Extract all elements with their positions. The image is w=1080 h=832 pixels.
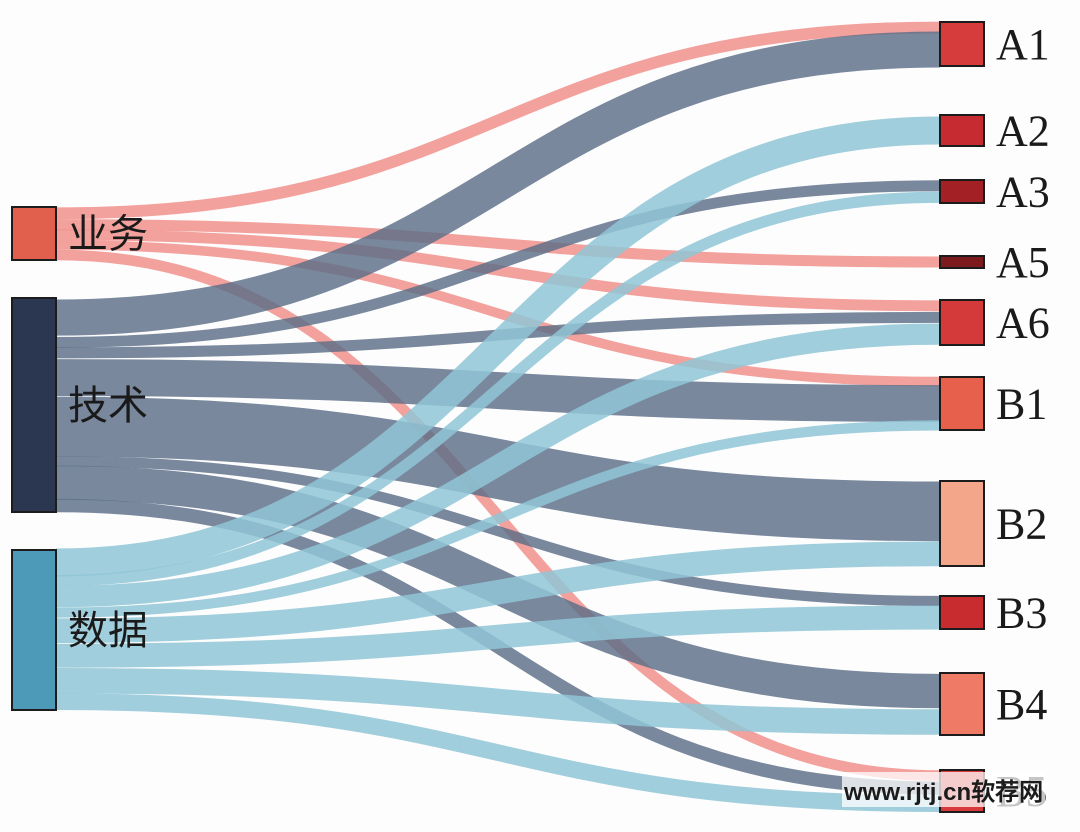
- target-node-A3: [939, 179, 985, 204]
- link-data-A6: [55, 323, 941, 608]
- link-data-B1: [55, 420, 941, 618]
- target-label-B1: B1: [996, 380, 1047, 429]
- source-node-tech: [11, 297, 57, 513]
- target-node-A1: [939, 21, 985, 67]
- target-label-B4: B4: [996, 680, 1047, 729]
- link-data-B5: [55, 693, 941, 812]
- target-label-B3: B3: [996, 589, 1047, 638]
- target-node-B3: [939, 595, 985, 630]
- target-node-A5: [939, 255, 985, 269]
- link-tech-A1: [55, 31, 941, 336]
- target-label-A2: A2: [996, 107, 1050, 156]
- source-label-tech: 技术: [68, 383, 148, 429]
- link-data-A2: [55, 116, 941, 577]
- nodes-layer: [11, 21, 985, 813]
- link-biz-A1: [55, 21, 941, 220]
- target-label-A6: A6: [996, 299, 1050, 348]
- target-label-A1: A1: [996, 20, 1050, 69]
- source-label-biz: 业务: [68, 212, 148, 258]
- target-node-A6: [939, 299, 985, 346]
- source-node-biz: [11, 206, 57, 261]
- target-node-B2: [939, 480, 985, 567]
- target-node-B4: [939, 672, 985, 736]
- target-label-A5: A5: [996, 238, 1050, 287]
- link-biz-A6: [55, 229, 941, 312]
- links-layer: [55, 21, 941, 812]
- watermark-text: www.rjtj.cn软荐网: [842, 772, 1046, 807]
- target-node-A2: [939, 114, 985, 147]
- source-node-data: [11, 549, 57, 711]
- link-data-B3: [55, 605, 941, 668]
- link-biz-B1: [55, 240, 941, 387]
- link-data-A3: [55, 191, 941, 587]
- link-tech-B3: [55, 455, 941, 607]
- target-label-B2: B2: [996, 500, 1047, 549]
- link-biz-A5: [55, 219, 941, 268]
- source-label-data: 数据: [68, 608, 148, 654]
- link-data-B2: [55, 541, 941, 644]
- link-tech-A3: [55, 180, 941, 348]
- target-node-B1: [939, 376, 985, 431]
- target-label-A3: A3: [996, 168, 1050, 217]
- link-data-B4: [55, 668, 941, 735]
- labels-layer: 业务技术数据A1A2A3A5A6B1B2B3B4B5: [68, 20, 1050, 816]
